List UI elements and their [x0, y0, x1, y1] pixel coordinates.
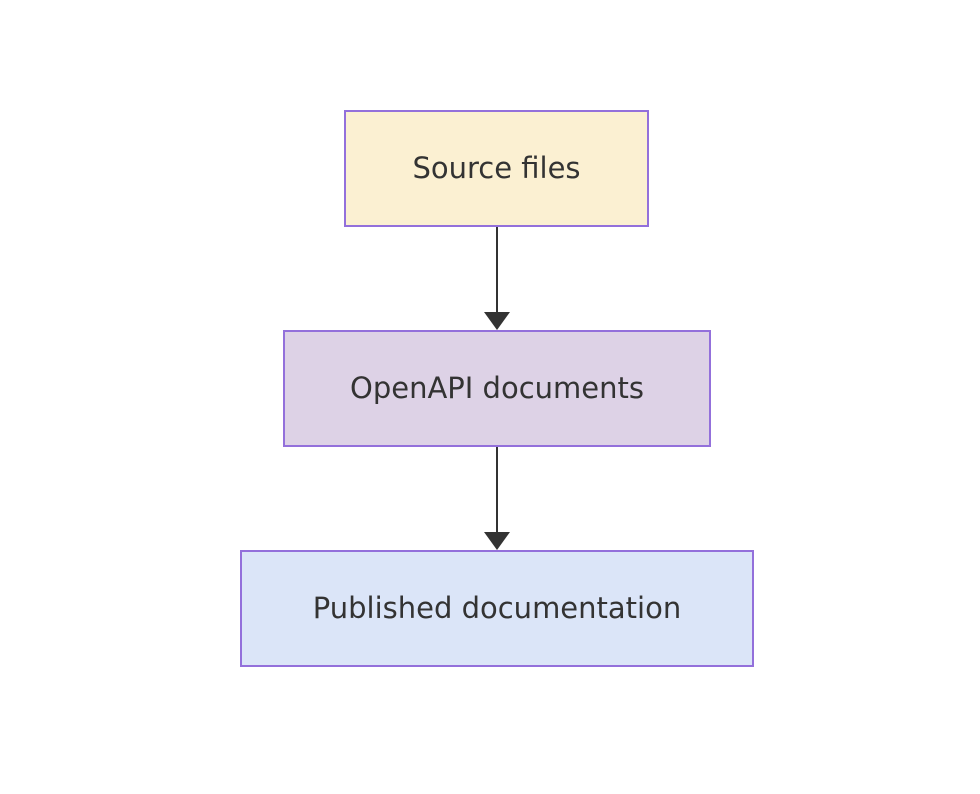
arrowhead-icon	[484, 312, 510, 330]
arrowhead-icon	[484, 532, 510, 550]
node-source-files-label: Source files	[412, 151, 581, 186]
node-published-documentation: Published documentation	[240, 550, 754, 667]
node-openapi-documents: OpenAPI documents	[283, 330, 711, 447]
node-openapi-documents-label: OpenAPI documents	[350, 371, 644, 406]
node-source-files: Source files	[344, 110, 649, 227]
node-published-documentation-label: Published documentation	[312, 591, 682, 626]
